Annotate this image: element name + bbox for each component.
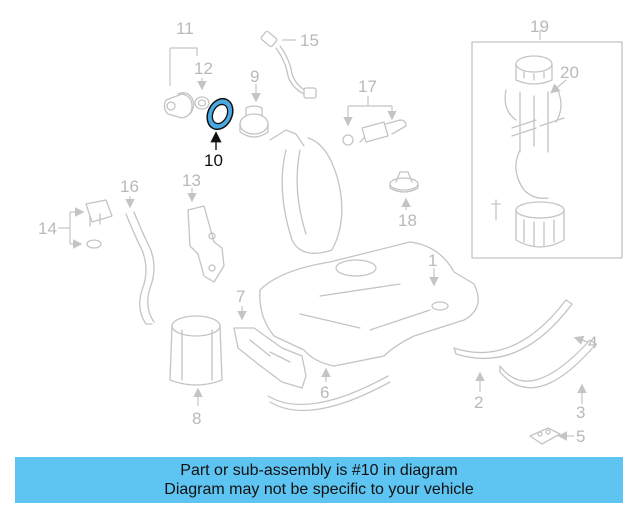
callout-10[interactable]: 10 <box>204 151 223 170</box>
part-12-ring <box>194 78 210 110</box>
part-11-cap <box>163 47 198 119</box>
part-13-bracket <box>187 188 225 283</box>
info-banner: Part or sub-assembly is #10 in diagram D… <box>15 457 623 503</box>
callout-6: 6 <box>320 383 329 402</box>
part-16-hose <box>125 196 155 325</box>
part-3-strap <box>499 339 597 404</box>
callout-3: 3 <box>576 403 585 422</box>
banner-line-2: Diagram may not be specific to your vehi… <box>164 481 474 498</box>
part-6-strap <box>267 367 391 412</box>
part-1-fuel-tank <box>259 129 479 367</box>
callout-7: 7 <box>236 287 245 306</box>
callout-18: 18 <box>398 211 417 230</box>
callout-19: 19 <box>530 17 549 36</box>
part-18-lock-ring <box>389 171 419 210</box>
part-15-harness <box>260 30 317 99</box>
callout-20: 20 <box>560 63 579 82</box>
part-10-gasket[interactable] <box>202 94 237 150</box>
callout-17: 17 <box>358 77 377 96</box>
callout-2: 2 <box>474 393 483 412</box>
callout-12: 12 <box>194 59 213 78</box>
callout-15: 15 <box>300 31 319 50</box>
part-5-pad <box>529 427 574 445</box>
part-20-pump-sender <box>550 79 567 94</box>
part-14-valve <box>58 199 113 249</box>
callout-9: 9 <box>250 67 259 86</box>
callout-4: 4 <box>588 333 597 352</box>
callout-16: 16 <box>120 177 139 196</box>
part-9-flange <box>239 84 269 138</box>
callout-14: 14 <box>38 219 57 238</box>
part-7-shield <box>233 306 307 389</box>
part-19-pump-module <box>471 30 623 259</box>
callout-1: 1 <box>428 251 437 270</box>
part-17-pump-parts <box>342 96 407 146</box>
part-4-strap <box>453 299 589 360</box>
callout-8: 8 <box>192 409 201 428</box>
callout-5: 5 <box>576 427 585 446</box>
callout-13: 13 <box>182 171 201 190</box>
callout-11: 11 <box>176 19 194 38</box>
part-8-housing <box>169 315 223 406</box>
banner-line-1: Part or sub-assembly is #10 in diagram <box>180 462 458 479</box>
